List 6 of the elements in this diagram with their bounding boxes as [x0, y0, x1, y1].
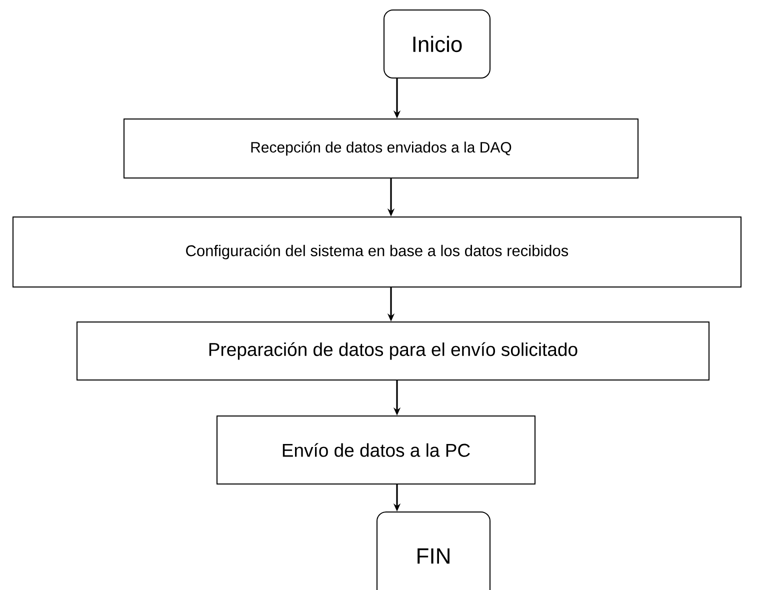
- process-box: Recepción de datos enviados a la DAQ: [124, 118, 638, 178]
- terminal-box: FIN: [376, 512, 490, 590]
- process-box: Preparación de datos para el envío solicitado: [76, 322, 710, 380]
- process-box: Envío de datos a la PC: [216, 416, 536, 484]
- process-box: Configuración del sistema en base a los datos recibidos: [12, 216, 742, 288]
- terminal-box: Inicio: [384, 10, 490, 78]
